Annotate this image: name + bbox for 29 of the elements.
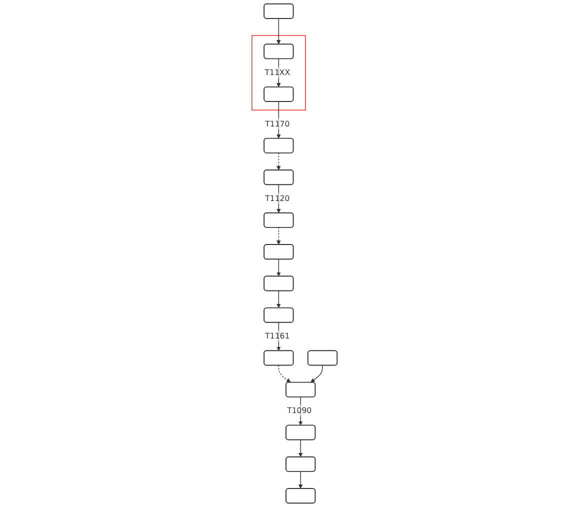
node-box: [263, 44, 294, 60]
node-box: [263, 86, 294, 102]
node-box: [263, 138, 294, 154]
node-box: [263, 307, 294, 323]
node-box: [263, 244, 294, 260]
node-box: [263, 169, 294, 186]
node-box: [284, 488, 316, 504]
node-box: [284, 382, 316, 398]
node-box: [263, 276, 294, 292]
arrow: [310, 364, 322, 383]
arrow: [276, 101, 280, 138]
arrow: [276, 290, 280, 308]
arrow: [276, 58, 280, 88]
node-box: [284, 456, 316, 472]
node-box: [263, 350, 294, 366]
cluster: [251, 35, 306, 110]
arrow: [278, 364, 290, 383]
arrow: [298, 471, 302, 489]
node-box: [263, 212, 294, 228]
node-box: [263, 3, 294, 19]
arrow: [276, 18, 280, 44]
arrow: [276, 152, 280, 170]
arrow: [276, 322, 280, 351]
arrow: [276, 227, 280, 245]
arrow: [298, 439, 302, 458]
arrow: [276, 184, 280, 214]
node-box: [284, 424, 316, 440]
arrow: [276, 258, 280, 276]
node-box: [306, 350, 338, 366]
